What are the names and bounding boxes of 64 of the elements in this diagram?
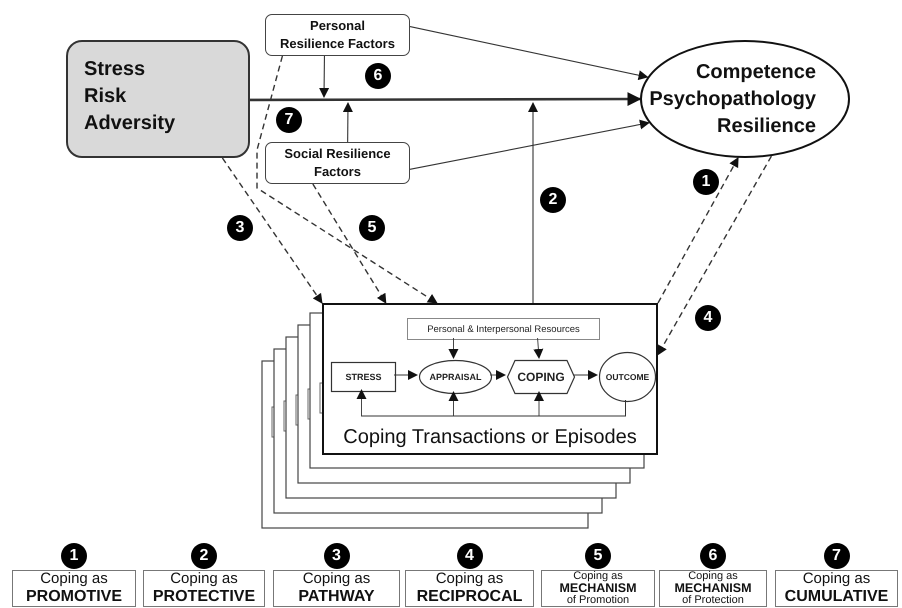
number-badge: 7 [824, 543, 850, 569]
node-label: Coping Transactions or Episodes [342, 426, 638, 449]
number-badge: 4 [456, 543, 482, 569]
resource-box [407, 318, 600, 340]
arrow [256, 56, 438, 304]
coping-type-box [775, 570, 898, 607]
node-label: Coping as PROMOTIVE [26, 571, 122, 606]
node-label: Coping as MECHANISM of Promotion [559, 570, 637, 606]
number-badge: 4 [695, 305, 721, 331]
node-label: STRESS [345, 372, 382, 382]
node-label: Coping as PATHWAY [298, 571, 375, 606]
coping-type-box [143, 570, 265, 607]
arrow [342, 102, 353, 142]
factor-box [265, 142, 410, 184]
number-badge: 2 [540, 187, 566, 213]
arrow [312, 184, 386, 304]
arrow [394, 370, 418, 380]
appraisal-ellipse [419, 360, 492, 394]
number-badge: 3 [324, 543, 350, 569]
process-box [331, 362, 396, 392]
episode-frame [322, 303, 658, 455]
arrow [222, 158, 323, 304]
node-label: Social Resilience Factors [283, 145, 392, 181]
coping-type-box [541, 570, 655, 607]
outcome-circle [599, 352, 656, 402]
number-badge: 5 [359, 215, 385, 241]
node-label: Coping as RECIPROCAL [416, 571, 522, 606]
number-badge: 3 [227, 215, 253, 241]
arrow [410, 26, 648, 80]
node-label: COPING [517, 370, 565, 384]
coping-hexagon [507, 360, 575, 394]
number-badge: 6 [700, 543, 726, 569]
coping-type-box [659, 570, 767, 607]
factor-box [265, 14, 410, 56]
number-badge: 2 [191, 543, 217, 569]
coping-type-box [273, 570, 400, 607]
node-label: OUTCOME [606, 372, 650, 382]
arrow [448, 338, 458, 359]
node-label: Coping as MECHANISM of Protection [674, 570, 752, 606]
node-label: Coping as CUMULATIVE [784, 571, 888, 606]
node-label: APPRAISAL [429, 372, 482, 382]
arrow [319, 56, 330, 98]
stressor-box [66, 40, 250, 158]
arrow [657, 157, 739, 304]
number-badge: 5 [585, 543, 611, 569]
node-label: Stress Risk Adversity [84, 57, 176, 136]
arrow [250, 92, 642, 106]
coping-type-box [12, 570, 136, 607]
node-label: Personal & Interpersonal Resources [427, 324, 580, 334]
node-label: Coping as PROTECTIVE [152, 571, 256, 606]
node-label: Personal Resilience Factors [279, 17, 396, 53]
arrow [490, 370, 506, 380]
number-badge: 1 [61, 543, 87, 569]
number-badge: 1 [693, 169, 719, 195]
arrow [410, 120, 650, 170]
arrow [657, 156, 772, 356]
number-badge: 7 [276, 107, 302, 133]
node-label: Competence Psychopathology Resilience [649, 60, 816, 138]
arrow [533, 338, 544, 359]
outcome-ellipse [640, 40, 850, 158]
arrow [572, 370, 598, 380]
arrow [528, 102, 538, 303]
coping-type-box [405, 570, 534, 607]
number-badge: 6 [365, 63, 391, 89]
